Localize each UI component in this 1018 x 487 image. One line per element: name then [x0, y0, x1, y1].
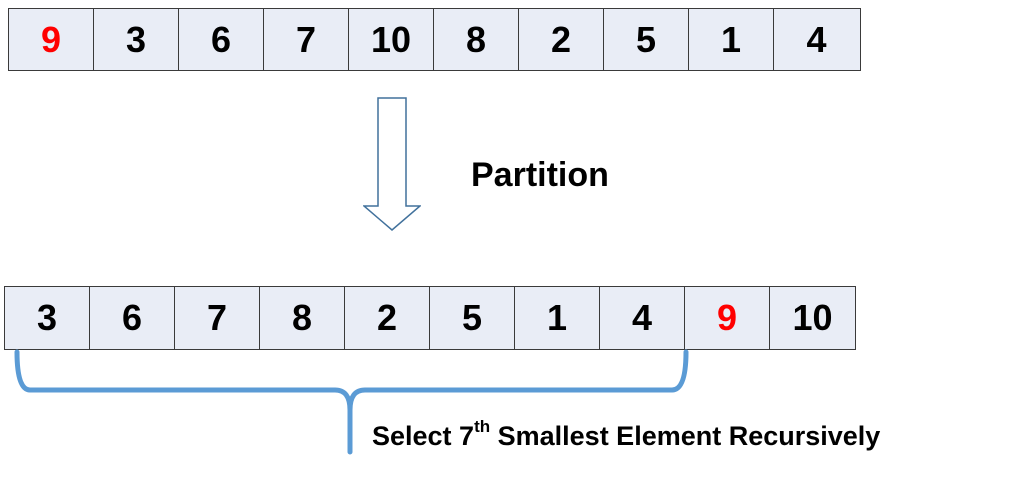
partitioned-array-cell: 10 — [792, 297, 833, 338]
input-array-pivot-cell: 9 — [9, 9, 94, 70]
recursion-caption: Select 7th Smallest Element Recursively — [372, 417, 881, 452]
down-arrow-icon — [363, 97, 421, 231]
partitioned-array-cell: 6 — [90, 287, 175, 349]
caption-ordinal-suffix: th — [474, 417, 491, 436]
input-array-cell: 6 — [179, 9, 264, 70]
partitioned-array-cell: 2 — [345, 287, 430, 349]
input-array-cell: 5 — [604, 9, 689, 70]
partitioned-array-cell: 4 — [600, 287, 685, 349]
partitioned-array-pivot-cell: 9 — [685, 287, 770, 349]
input-array-cell: 7 — [264, 9, 349, 70]
partitioned-array-cell: 5 — [430, 287, 515, 349]
partitioned-array-cell: 7 — [175, 287, 260, 349]
input-array-cell: 4 — [806, 18, 827, 60]
left-partition-brace — [14, 349, 689, 455]
partition-label: Partition — [471, 156, 609, 194]
input-array-cell: 3 — [94, 9, 179, 70]
input-array-cell: 1 — [689, 9, 774, 70]
input-array-cell: 10 — [349, 9, 434, 70]
input-array-cell: 2 — [519, 9, 604, 70]
caption-prefix: Select 7 — [372, 421, 475, 451]
caption-suffix: Smallest Element Recursively — [490, 421, 881, 451]
partitioned-array-cell: 1 — [515, 287, 600, 349]
input-array-cell: 8 — [434, 9, 519, 70]
partitioned-array-cell: 8 — [260, 287, 345, 349]
partitioned-array-cell: 3 — [5, 287, 90, 349]
